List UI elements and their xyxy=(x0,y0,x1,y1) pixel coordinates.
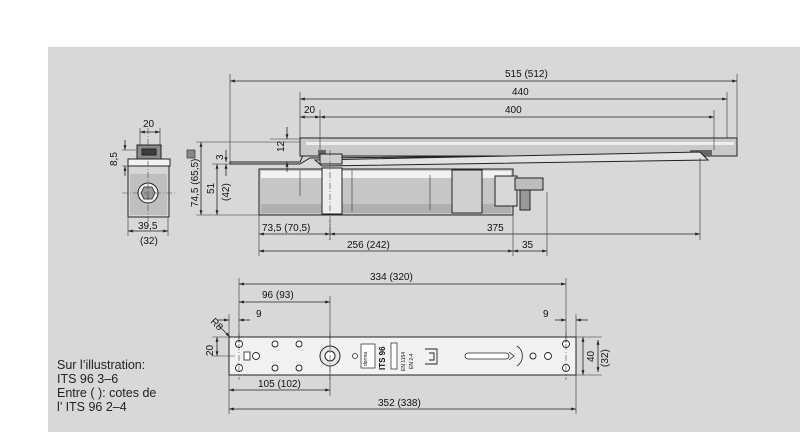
dim-side-width-39-5: 39,5 xyxy=(138,221,158,232)
caption-line-2: ITS 96 3–6 xyxy=(57,372,119,386)
plate-standard-2-label: EN 2-4 xyxy=(409,353,415,369)
dim-body-height-51: 51 xyxy=(206,182,217,194)
dim-plate-9-left: 9 xyxy=(256,309,262,320)
side-view xyxy=(122,128,196,236)
dim-plate-105: 105 (102) xyxy=(258,379,301,390)
dim-arm-375: 375 xyxy=(487,223,504,234)
dim-plate-334: 334 (320) xyxy=(370,272,413,283)
front-view xyxy=(196,74,738,256)
dim-body-length: 256 (242) xyxy=(347,240,390,251)
dim-side-height-8-5: 8,5 xyxy=(109,152,120,166)
dim-body-height-74-5: 74,5 (65,5) xyxy=(190,159,201,207)
dim-body-offset: 73,5 (70,5) xyxy=(262,223,310,234)
dim-plate-96: 96 (93) xyxy=(262,290,294,301)
dim-rail-400: 400 xyxy=(505,105,522,116)
mounting-plate xyxy=(212,278,602,414)
dim-body-height-42: (42) xyxy=(221,183,232,201)
plate-model-label: ITS 96 xyxy=(378,346,387,370)
dim-rail-thickness-12: 12 xyxy=(276,140,287,152)
dim-plate-9-right: 9 xyxy=(543,309,549,320)
dim-offset-3: 3 xyxy=(215,154,226,160)
dim-arm-35: 35 xyxy=(522,240,534,251)
caption-line-3: Entre ( ): cotes de xyxy=(57,386,157,400)
dim-plate-352: 352 (338) xyxy=(378,398,421,409)
dim-total-rail: 515 (512) xyxy=(505,69,548,80)
dim-rail-offset-20: 20 xyxy=(304,105,316,116)
plate-brand-label: dorma xyxy=(363,352,369,366)
dim-rail-440: 440 xyxy=(512,87,529,98)
illustration-caption: Sur l’illustration: ITS 96 3–6 Entre ( )… xyxy=(57,358,156,414)
caption-line-4: l’ ITS 96 2–4 xyxy=(57,400,127,414)
dim-plate-20: 20 xyxy=(205,344,216,356)
dim-side-width-32: (32) xyxy=(140,236,158,247)
plate-standard-1-label: EN 1154 xyxy=(401,352,407,371)
dim-plate-32: (32) xyxy=(600,349,611,367)
dim-plate-r8: R8 xyxy=(208,316,225,333)
caption-line-1: Sur l’illustration: xyxy=(57,358,146,372)
dim-side-width-20: 20 xyxy=(143,119,155,130)
dim-plate-40: 40 xyxy=(586,350,597,362)
